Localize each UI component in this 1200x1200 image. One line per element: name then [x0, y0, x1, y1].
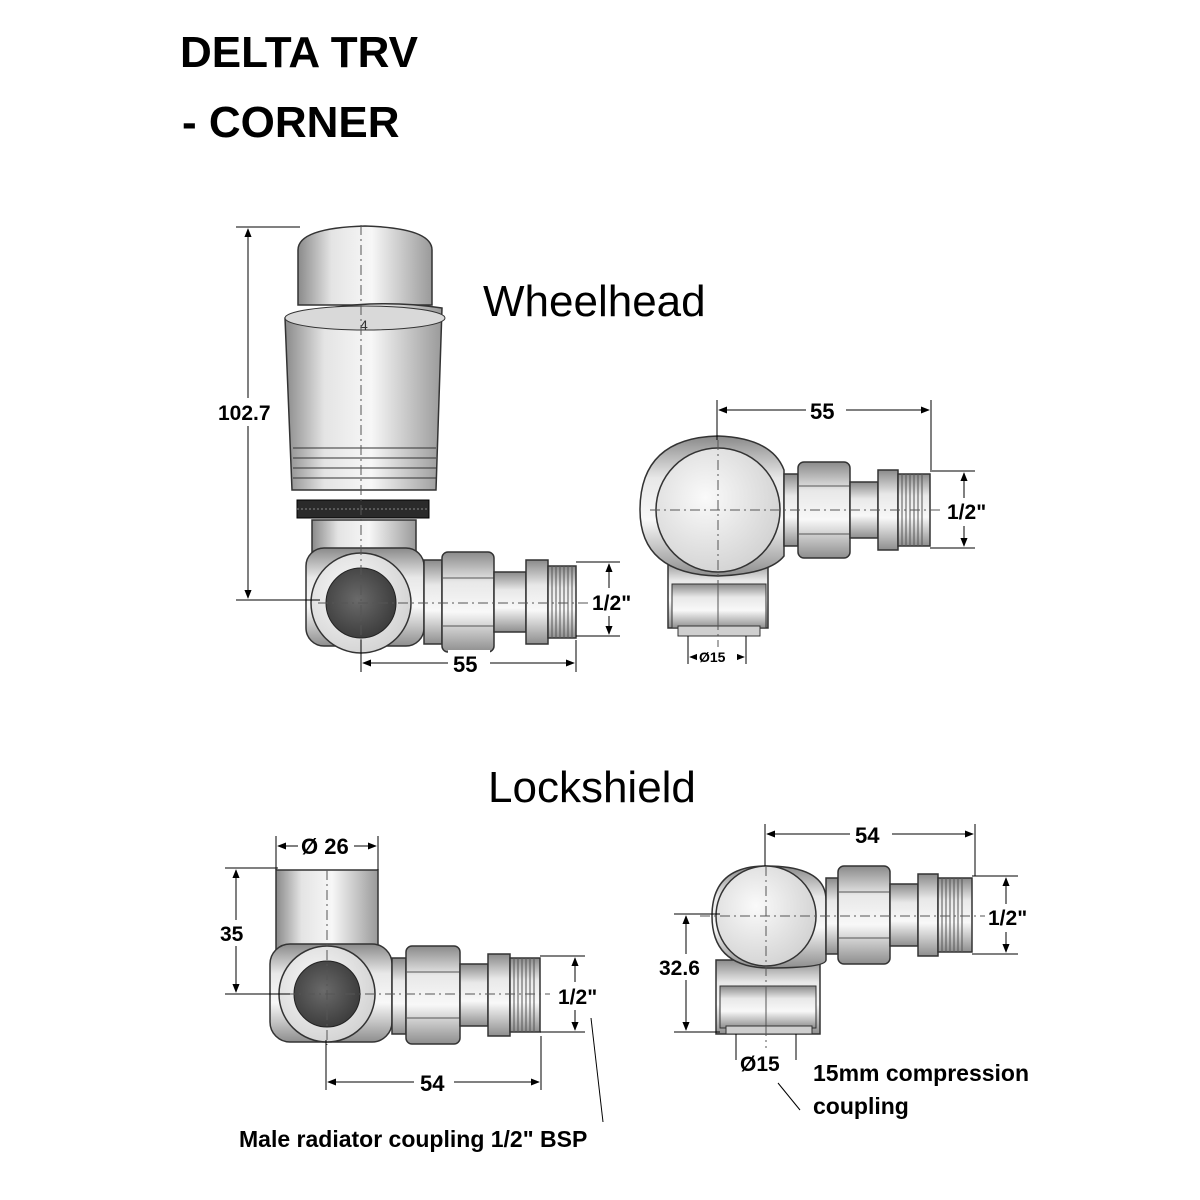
lockshield-side-view: Ø 26 35 1/2" 54: [218, 832, 604, 1123]
title-line-1: DELTA TRV: [180, 28, 419, 77]
dim-lockshield-diameter: Ø 26: [301, 834, 349, 859]
dim-lockshield-side-height: 35: [220, 923, 244, 946]
title-line-2: - CORNER: [182, 98, 400, 147]
dim-lockshield-side-thread: 1/2": [558, 986, 597, 1009]
wheelhead-side-view: 4 102.7: [214, 225, 636, 677]
dim-wheelhead-height: 102.7: [218, 402, 271, 425]
male-thread: [547, 565, 577, 639]
note-compression-line-2: coupling: [813, 1093, 909, 1119]
hex-nut: [441, 551, 495, 653]
wheelhead-heading: Wheelhead: [483, 277, 706, 326]
dim-lockshield-top-height: 32.6: [659, 957, 700, 980]
dim-wheelhead-top-thread: 1/2": [947, 501, 986, 524]
dim-wheelhead-side-thread: 1/2": [592, 592, 631, 615]
dim-lockshield-top-thread: 1/2": [988, 907, 1027, 930]
lockshield-heading: Lockshield: [488, 763, 696, 812]
dim-wheelhead-side-width: 55: [453, 652, 477, 677]
lockshield-top-view: 54 1/2" 32.6 Ø15: [656, 822, 1032, 1111]
dim-lockshield-side-width: 54: [420, 1071, 445, 1096]
dim-wheelhead-pipe: Ø15: [699, 649, 726, 665]
head-dial-number: 4: [360, 317, 368, 333]
head-cap: [297, 225, 433, 306]
note-male-coupling: Male radiator coupling 1/2" BSP: [239, 1126, 587, 1152]
wheelhead-top-view: 55 1/2" Ø15: [639, 396, 990, 665]
dim-lockshield-pipe: Ø15: [740, 1053, 780, 1076]
dim-lockshield-top-width: 54: [855, 823, 880, 848]
dim-wheelhead-top-width: 55: [810, 399, 834, 424]
note-compression-line-1: 15mm compression: [813, 1060, 1029, 1086]
